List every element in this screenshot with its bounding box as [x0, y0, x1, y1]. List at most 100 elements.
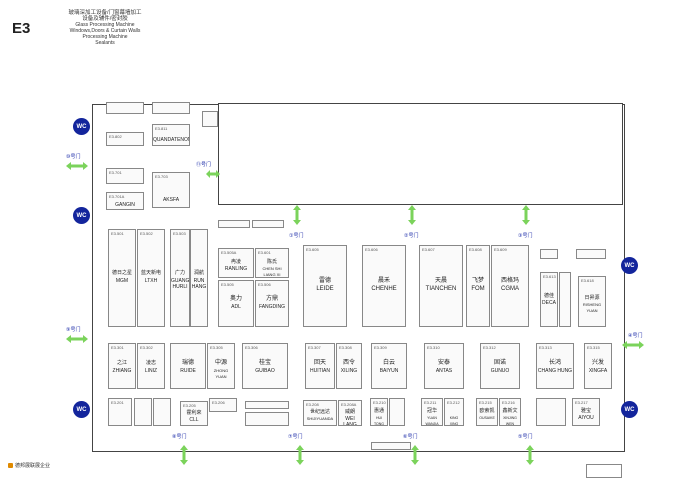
booth-e3212[interactable]: E3.212 KING XING [444, 398, 464, 426]
booth-e3503b[interactable]: 润航 RUN HANG [190, 229, 208, 327]
booth-name-zh: 欧索凯 [479, 408, 495, 414]
booth-name-zh: 安泰 [437, 360, 450, 366]
booth-e3211[interactable]: E3.211 冠华 YUAN WANJIA [421, 398, 443, 426]
wc-icon: WC [73, 401, 90, 418]
booth-name-zh: 天晨 [434, 278, 447, 284]
booth-e3618[interactable]: E3.618 日昇源 RISHENG YUAN [578, 276, 606, 327]
gate-11-label: ⑪号门 [196, 162, 212, 168]
booth-number: E3.305 [210, 345, 223, 350]
booth-e3310[interactable]: E3.310 安泰 ANTAS [424, 343, 464, 389]
gate-4-label: ④号门 [628, 333, 643, 339]
booth-e3502[interactable]: E3.502 蓝天新电 LTXH [137, 229, 165, 327]
booth-name-en: ZHONG YUAN [213, 368, 229, 379]
booth-e3703[interactable]: E3.703 AKSFA [152, 172, 190, 208]
booth-e3309[interactable]: E3.309 白云 BAIYUN [371, 343, 407, 389]
booth-e3608[interactable]: E3.608 飞梦 FOM [466, 245, 490, 327]
booth-number: E3.618 [581, 278, 594, 283]
booth-e3216[interactable]: E3.216 鑫新文 XINJING WEN [499, 398, 521, 426]
booth-name-en: HUI TONG [373, 416, 385, 426]
booth-e3208a[interactable]: E3.208A 威朗 WEI LANG [338, 400, 362, 426]
booth[interactable] [576, 249, 606, 259]
booth-e3215[interactable]: E3.215 欧索凯 OUSAIKE [476, 398, 498, 426]
booth-name-en: RUN HANG [191, 278, 207, 290]
booth[interactable] [245, 412, 289, 426]
booth-name-en: DECA [542, 300, 556, 306]
booth-e3315[interactable]: E3.315 兴发 XINGFA [584, 343, 612, 389]
gate-11-arrow-icon [206, 170, 220, 178]
booth-e3210[interactable]: E3.210 惠通 HUI TONG [370, 398, 388, 426]
booth[interactable] [218, 220, 250, 228]
booth-name-en: LEIDE [316, 286, 334, 292]
booth-number: E3.505 [221, 282, 234, 287]
booth-e3613[interactable]: E3.613 德佳 DECA [540, 272, 558, 327]
booth-e3305[interactable]: E3.305 中源 ZHONG YUAN [207, 343, 235, 389]
booth-name-zh: 日昇源 [584, 295, 600, 301]
booth-e3306[interactable]: E3.306 桂宝 GUIBAO [242, 343, 288, 389]
booth-e3505a[interactable]: E3.505A 冉凌 RANLING [218, 248, 254, 278]
booth[interactable] [106, 102, 144, 114]
gate-5-label: ⑤号门 [518, 434, 533, 440]
corner-booth [586, 464, 622, 478]
booth-e3503[interactable]: E3.503 广力 GUANG HURLI [170, 229, 190, 327]
upper-hall-block [218, 103, 623, 205]
booth[interactable] [252, 220, 284, 228]
booth-name-zh: 奥力 [229, 296, 242, 302]
booth-name-zh: 瑞德 [181, 360, 194, 366]
booth-name-zh: 世纪远达 [309, 409, 330, 415]
booth[interactable] [153, 398, 171, 426]
booth-number: E3.210 [373, 400, 386, 405]
booth-e3606[interactable]: E3.606 晨禾 CHENHE [362, 245, 406, 327]
booth-e3308[interactable]: E3.308 西令 XILING [336, 343, 362, 389]
booth-e3303[interactable]: 瑞德 RUIDE [170, 343, 206, 389]
gate-7-label: ⑦号门 [288, 434, 303, 440]
booth[interactable] [202, 111, 218, 127]
booth-number: E3.308 [339, 345, 352, 350]
booth-e3601[interactable]: E3.601 陈氏 CHEN SHI LIANG XI [255, 248, 289, 278]
booth[interactable] [152, 102, 190, 114]
booth-e3201[interactable]: E3.201 [108, 398, 132, 426]
booth[interactable] [371, 442, 411, 450]
booth-e3607[interactable]: E3.607 天晨 TIANCHEN [419, 245, 463, 327]
booth-e3301[interactable]: E3.301 之江 ZHIANG [108, 343, 136, 389]
booth-name-en: XINJING WEN [503, 416, 517, 426]
booth-number: E3.307 [308, 345, 321, 350]
booth-e3701[interactable]: E3.701 [106, 168, 144, 184]
gate-2-label: ②号门 [404, 233, 419, 239]
booth-number: E3.205 [183, 403, 196, 408]
booth-e3312[interactable]: E3.312 固诺 GUNUO [480, 343, 520, 389]
booth-e3609[interactable]: E3.609 西格玛 CGMA [491, 245, 529, 327]
booth-e3802[interactable]: E3.802 [106, 132, 144, 146]
booth-name-zh: 固诺 [493, 360, 506, 366]
booth-name-en: AKSFA [162, 197, 180, 203]
booth-e3307[interactable]: E3.307 回天 HUITIAN [305, 343, 335, 389]
booth-e3205[interactable]: E3.205 霍利來 CLL [180, 401, 208, 426]
booth-name-zh: 广力 [174, 270, 185, 276]
booth-e3313[interactable]: E3.313 长鸿 CHANG HUNG [536, 343, 574, 389]
booth-e3505[interactable]: E3.505 奥力 ADL [218, 280, 254, 327]
booth-e3217[interactable]: E3.217 雅宝 AIYOU [572, 398, 600, 426]
booth[interactable] [389, 398, 405, 426]
booth[interactable] [540, 249, 558, 259]
booth-e3605[interactable]: E3.605 雷德 LEIDE [303, 245, 347, 327]
booth-number: E3.206 [212, 400, 225, 405]
booth[interactable] [536, 398, 566, 426]
booth[interactable] [245, 401, 289, 409]
booth-number: E3.208A [341, 402, 357, 407]
booth-name-en: CHENHE [371, 286, 397, 292]
booth-number: E3.313 [539, 345, 552, 350]
booth-e3501[interactable]: E3.501 德日之星 MGM [108, 229, 136, 327]
booth-e3302[interactable]: E3.302 凌志 LINIZ [137, 343, 165, 389]
booth-e3208[interactable]: E3.208 世纪远达 SHIJIYUANDA [303, 400, 337, 426]
booth-name-en: ANTAS [435, 368, 453, 374]
booth-e3701a[interactable]: E3.701A GANGIN [106, 192, 144, 210]
booth-e3811[interactable]: E3.811 QUANDATENON [152, 124, 190, 146]
booth-name-en: AIYOU [578, 415, 594, 421]
booth-e3206[interactable]: E3.206 [209, 398, 237, 412]
booth-name-en: FOM [471, 286, 485, 292]
booth[interactable] [559, 272, 571, 327]
booth[interactable] [134, 398, 152, 426]
booth-name-en: WEI LANG [343, 416, 357, 426]
booth-e3506[interactable]: E3.506 方鼎 FANGDING [255, 280, 289, 327]
booth-name-en: MGM [115, 278, 129, 284]
booth-name-en: HUITIAN [310, 368, 330, 374]
